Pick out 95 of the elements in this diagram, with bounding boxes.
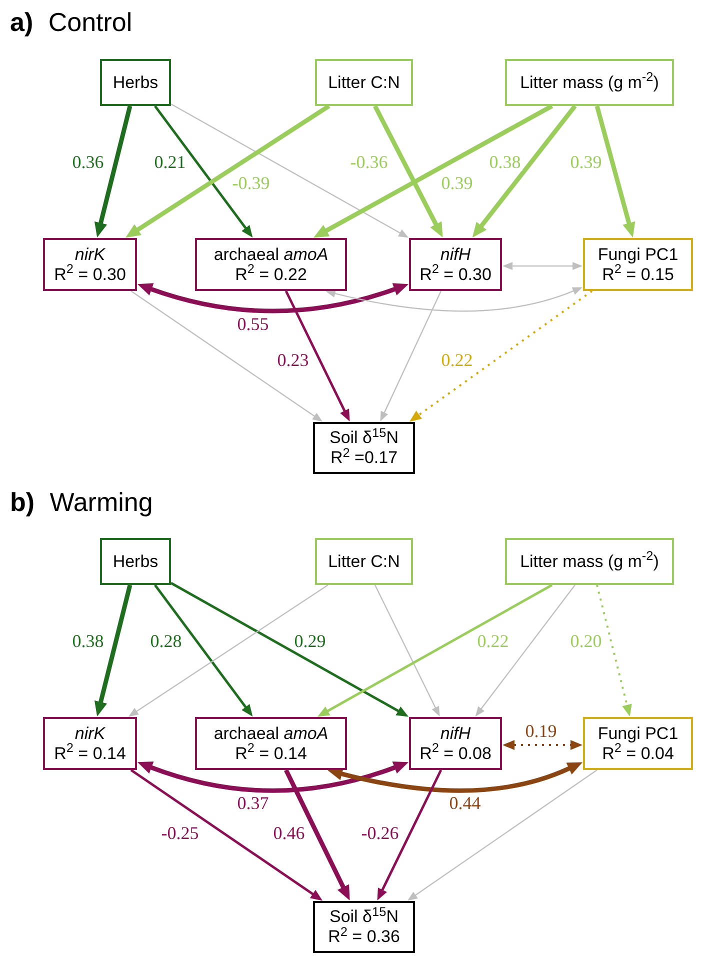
path-coefficient: 0.38: [71, 632, 105, 650]
arrow: [594, 105, 636, 238]
path-coefficient: 0.44: [448, 794, 482, 812]
variable-box: [505, 59, 674, 106]
arrow: [374, 584, 440, 717]
arrow: [313, 104, 554, 238]
double-headed-arrow: [137, 761, 409, 793]
variable-box: [505, 538, 674, 585]
arrow: [475, 584, 576, 717]
variable-label: Fungi PC1: [598, 724, 678, 743]
variable-label: nirK: [74, 724, 106, 744]
variable-box: [409, 238, 502, 291]
variable-label: Soil δ$^{15}$N: [329, 907, 398, 927]
panel-heading: b) Warming: [10, 489, 153, 515]
path-coefficient: -0.26: [360, 824, 400, 842]
variable-box: [315, 538, 413, 585]
path-coefficient: -0.25: [160, 824, 200, 842]
path-coefficient: 0.36: [71, 153, 105, 171]
arrow: [596, 584, 632, 717]
variable-label: archaeal amoA: [214, 244, 328, 264]
arrow: [170, 103, 409, 238]
path-coefficient: 0.37: [236, 794, 270, 812]
arrow: [130, 290, 323, 422]
r-squared-label: R$^{2}$ =0.17: [330, 448, 398, 468]
variable-label: nirK: [74, 244, 106, 264]
r-squared-label: R$^{2}$ = 0.36: [328, 927, 400, 947]
double-headed-arrow: [502, 262, 582, 270]
path-coefficient: 0.46: [272, 824, 306, 842]
variable-box: [409, 717, 502, 770]
variable-label: nifH: [440, 244, 471, 264]
double-headed-arrow: [137, 283, 409, 314]
variable-box: [313, 422, 415, 474]
arrow: [130, 768, 323, 901]
path-coefficient: -0.36: [349, 153, 389, 171]
variable-label: nifH: [440, 724, 471, 744]
path-coefficient: 0.55: [236, 315, 270, 333]
r-squared-label: R$^{2}$ = 0.14: [54, 744, 126, 764]
variable-label: Herbs: [112, 72, 158, 92]
variable-label: Litter C:N: [328, 552, 400, 572]
r-squared-label: R$^{2}$ = 0.15: [602, 264, 674, 284]
arrow: [377, 769, 442, 901]
double-headed-arrow: [502, 740, 582, 750]
r-squared-label: R$^{2}$ = 0.30: [420, 264, 492, 284]
arrow: [472, 104, 577, 238]
variable-label: Fungi PC1: [598, 244, 678, 264]
r-squared-label: R$^{2}$ = 0.22: [235, 264, 307, 284]
variable-label: Soil δ$^{15}$N: [329, 428, 398, 448]
path-coefficient: -0.39: [231, 174, 271, 192]
arrow: [170, 582, 409, 717]
path-coefficient: 0.19: [524, 722, 558, 740]
arrow: [407, 770, 598, 901]
double-headed-arrow: [325, 287, 583, 312]
arrow: [317, 584, 553, 717]
path-coefficient: 0.21: [153, 153, 187, 171]
variable-box: [195, 717, 347, 770]
path-coefficient: 0.39: [569, 153, 603, 171]
variable-box: [313, 901, 415, 953]
arrow: [284, 290, 350, 422]
path-coefficient: 0.22: [440, 351, 474, 369]
variable-label: Herbs: [112, 552, 158, 572]
arrow: [154, 584, 253, 717]
path-coefficient: 0.22: [476, 632, 510, 650]
path-coefficient: 0.28: [149, 632, 183, 650]
variable-box: [100, 538, 171, 585]
variable-box: [195, 238, 347, 291]
arrow: [128, 584, 328, 717]
r-squared-label: R$^{2}$ = 0.30: [54, 264, 126, 284]
double-headed-arrow: [327, 762, 583, 793]
arrow: [373, 104, 443, 238]
variable-box: [583, 717, 693, 770]
arrow: [94, 105, 132, 238]
variable-label: Litter mass (g m$^{-2}$): [520, 552, 659, 572]
variable-label: archaeal amoA: [214, 724, 328, 743]
arrow: [154, 105, 253, 238]
arrow: [284, 769, 350, 901]
panel-heading: a) Control: [10, 9, 132, 35]
path-coefficient: 0.23: [276, 351, 310, 369]
variable-box: [583, 238, 693, 291]
arrow: [125, 104, 330, 238]
r-squared-label: R$^{2}$ = 0.04: [602, 744, 674, 764]
arrow: [380, 290, 442, 422]
path-coefficient: 0.29: [293, 632, 327, 650]
variable-label: Litter mass (g m$^{-2}$): [520, 72, 659, 92]
r-squared-label: R$^{2}$ = 0.14: [235, 744, 307, 764]
variable-box: [315, 59, 413, 106]
r-squared-label: R$^{2}$ = 0.08: [420, 744, 492, 764]
path-coefficient: 0.38: [488, 153, 522, 171]
variable-label: Litter C:N: [328, 72, 400, 92]
variable-box: [100, 59, 171, 106]
path-coefficient: 0.20: [569, 632, 603, 650]
arrow: [94, 584, 132, 717]
path-coefficient: 0.39: [440, 174, 474, 192]
variable-box: [43, 238, 137, 291]
variable-box: [43, 717, 137, 770]
arrow: [409, 290, 593, 422]
